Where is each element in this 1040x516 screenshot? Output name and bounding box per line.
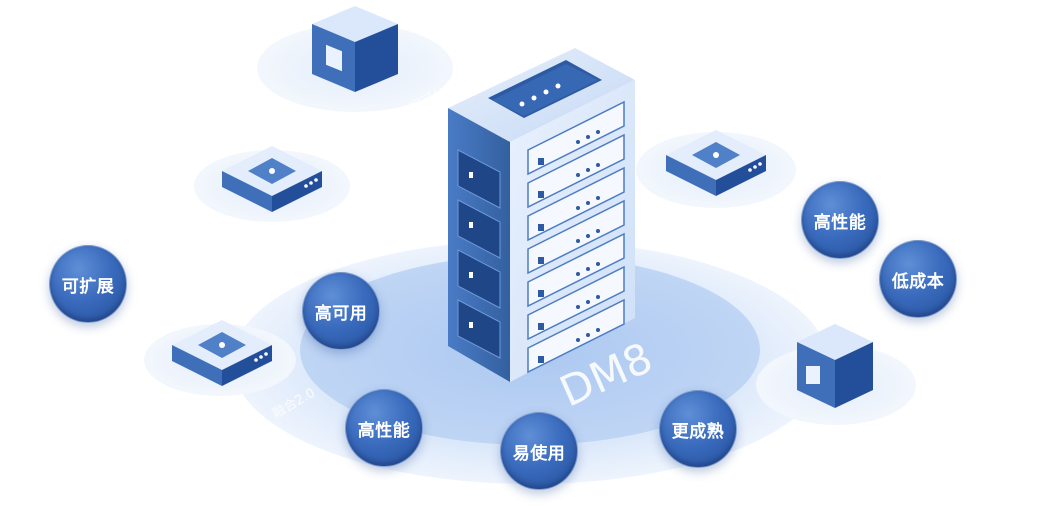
- server-tower: [448, 48, 635, 382]
- badge-easy-to-use: 易使用: [500, 412, 578, 490]
- cube-top: [312, 6, 398, 92]
- router-node: [222, 146, 322, 212]
- router-node: [172, 320, 272, 386]
- badge-low-cost: 低成本: [879, 240, 957, 318]
- router-node: [666, 130, 766, 196]
- badge-high-performance-right: 高性能: [801, 181, 879, 259]
- cube-right: [797, 324, 873, 408]
- badge-scalable: 可扩展: [49, 245, 127, 323]
- badge-high-performance-left: 高性能: [345, 389, 423, 467]
- badge-more-mature: 更成熟: [659, 390, 737, 468]
- badge-high-availability: 高可用: [302, 272, 380, 350]
